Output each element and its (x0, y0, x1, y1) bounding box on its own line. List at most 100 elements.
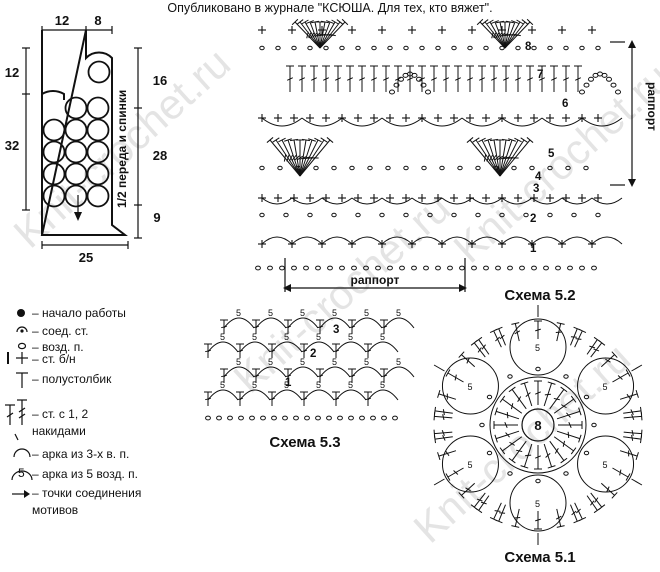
chain-arc (581, 117, 623, 127)
arc-count-label: 5 (348, 332, 353, 342)
chain-stitch (349, 165, 355, 171)
chain-arc (381, 236, 413, 245)
arrow-up-icon (628, 40, 636, 48)
double-crochet-stitch (494, 430, 520, 443)
chain-arc (591, 236, 623, 245)
single-crochet-stitch (290, 114, 298, 122)
chain-arc (383, 317, 415, 329)
chain-stitch (427, 212, 433, 218)
double-crochet-stitch (220, 319, 228, 334)
chain-arc (291, 197, 323, 205)
chain-stitch (457, 165, 463, 171)
arc-count-label: 5 (396, 308, 401, 318)
motif-circle (86, 162, 110, 186)
double-crochet-stitch (284, 319, 292, 334)
row-number-8: 8 (525, 41, 532, 53)
chain-stitch (565, 165, 571, 171)
dim-bottom: 25 (79, 250, 93, 265)
chain-stitch (255, 265, 261, 271)
repeat-horizontal-label: раппорт (351, 273, 400, 287)
chain-arc (531, 236, 563, 245)
double-crochet-stitch (348, 368, 356, 383)
double-crochet-stitch (562, 65, 570, 92)
chain-stitch (249, 415, 255, 421)
double-crochet-stitch (534, 445, 542, 470)
chain-stitch (563, 45, 569, 51)
chain-stitch (379, 212, 385, 218)
motif-circle (42, 118, 66, 142)
scheme-5-2: раппорт раппорт 1 2 3 4 5 6 7 8 Схема 5.… (255, 18, 659, 304)
row-number-7: 7 (537, 69, 543, 81)
double-crochet-stitch (623, 434, 643, 444)
single-crochet-stitch (450, 194, 458, 202)
arc-count-label: 5 (380, 380, 385, 390)
double-crochet-stitch (306, 20, 321, 49)
motif-circle (86, 96, 110, 120)
chain-stitch (459, 265, 465, 271)
chain-stitch (435, 45, 441, 51)
chain-stitch (293, 415, 299, 421)
arc-count-label: 5 (332, 357, 337, 367)
single-crochet-stitch (402, 194, 410, 202)
arc-count-label: 5 (535, 343, 540, 353)
single-crochet-stitch (288, 26, 296, 34)
double-crochet-stitch (494, 326, 506, 346)
chain-arc (239, 389, 271, 401)
join-arrow-icon (631, 364, 643, 372)
double-crochet-stitch (570, 326, 582, 346)
petal-arc (509, 318, 567, 376)
double-crochet-stitch (553, 436, 577, 455)
double-crochet-stitch (332, 343, 340, 358)
double-crochet-stitch (496, 139, 504, 176)
chain-arc (541, 117, 583, 127)
arc-count-label: 5 (467, 382, 472, 392)
double-crochet-stitch (514, 65, 522, 92)
double-crochet-stitch (445, 467, 464, 481)
double-crochet-stitch (556, 430, 582, 443)
arc-count-label: 5 (364, 308, 369, 318)
chain-stitch (411, 72, 418, 78)
single-crochet-stitch (386, 194, 394, 202)
chain-arc (381, 197, 413, 205)
double-crochet-stitch (555, 508, 565, 528)
petal-arc (577, 357, 635, 415)
single-crochet-stitch (450, 114, 458, 122)
double-crochet-stitch (382, 65, 390, 92)
single-crochet-stitch (348, 26, 356, 34)
single-crochet-stitch (408, 26, 416, 34)
petal-arc (441, 357, 499, 415)
inner-ring (489, 376, 587, 474)
chain-stitch (535, 366, 541, 372)
double-crochet-stitch (316, 368, 324, 383)
chain-stitch (601, 72, 608, 78)
double-crochet-stitch (526, 65, 534, 92)
double-crochet-stitch (475, 336, 490, 355)
chain-stitch (483, 265, 489, 271)
repeat-vertical-label: раппорт (645, 82, 659, 131)
double-crochet-stitch (406, 65, 414, 92)
arc-5-icon (11, 470, 33, 481)
chain-arc (335, 341, 367, 353)
chain-arc (319, 317, 351, 329)
chain-stitch (271, 415, 277, 421)
arrow-left-icon (283, 284, 291, 292)
single-crochet-stitch (322, 114, 330, 122)
single-crochet-stitch (318, 26, 326, 34)
double-crochet-stitch (268, 391, 276, 406)
single-crochet-stitch (466, 114, 474, 122)
publication-note: Опубликовано в журнале "КСЮША. Для тех, … (167, 1, 492, 15)
row-number-1: 1 (285, 377, 292, 389)
arc-count-label: 5 (268, 357, 273, 367)
double-crochet-stitch (520, 381, 533, 407)
chain-arc (287, 317, 319, 329)
single-crochet-stitch (438, 26, 446, 34)
chain-stitch (238, 415, 244, 421)
chain-arc (351, 197, 383, 205)
arc-count-label: 5 (603, 382, 608, 392)
chain-stitch (393, 82, 400, 88)
arc-count-label: 5 (364, 357, 369, 367)
double-crochet-stitch (458, 351, 476, 368)
chain-stitch (523, 212, 529, 218)
chain-stitch (348, 415, 354, 421)
chain-arc (223, 366, 255, 378)
